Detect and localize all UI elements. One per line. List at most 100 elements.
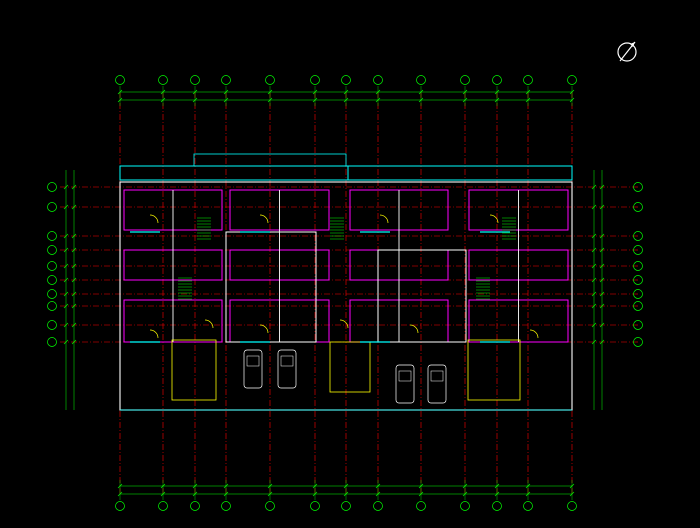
dimension-lines bbox=[63, 86, 605, 500]
axis-bubble bbox=[47, 320, 57, 330]
window-lines bbox=[119, 153, 573, 411]
balcony bbox=[467, 339, 521, 401]
central-hall bbox=[377, 249, 467, 343]
axis-bubble bbox=[633, 245, 643, 255]
axis-bubble bbox=[633, 275, 643, 285]
car-outline bbox=[395, 364, 415, 404]
dimension-tick bbox=[591, 339, 597, 345]
dimension-tick bbox=[591, 263, 597, 269]
axis-bubble bbox=[310, 501, 320, 511]
axis-bubble bbox=[47, 289, 57, 299]
axis-bubble bbox=[190, 501, 200, 511]
dimension-tick bbox=[71, 204, 77, 210]
top-window-band bbox=[193, 153, 347, 167]
dimension-tick bbox=[63, 184, 69, 190]
dimension-tick bbox=[591, 303, 597, 309]
axis-bubble bbox=[221, 501, 231, 511]
dimension-tick bbox=[63, 233, 69, 239]
axis-bubble bbox=[567, 501, 577, 511]
axis-bubble bbox=[190, 75, 200, 85]
dimension-tick bbox=[599, 291, 605, 297]
dimension-tick bbox=[63, 291, 69, 297]
balcony bbox=[171, 339, 217, 401]
car-outline bbox=[277, 349, 297, 389]
dimension-tick bbox=[599, 263, 605, 269]
balcony bbox=[329, 341, 371, 393]
dimension-tick bbox=[63, 339, 69, 345]
dimension-tick bbox=[71, 247, 77, 253]
fixtures bbox=[149, 214, 539, 404]
dimension-tick bbox=[71, 263, 77, 269]
top-window-band bbox=[347, 165, 573, 181]
dimension-tick bbox=[591, 184, 597, 190]
car-windshield bbox=[430, 370, 444, 382]
central-hall bbox=[225, 231, 317, 343]
axis-bubble bbox=[115, 501, 125, 511]
axis-bubble bbox=[373, 501, 383, 511]
dimension-tick bbox=[71, 339, 77, 345]
axis-bubble bbox=[460, 75, 470, 85]
axis-bubble bbox=[633, 337, 643, 347]
axis-bubble bbox=[47, 275, 57, 285]
door-swing bbox=[529, 329, 539, 339]
axis-bubble bbox=[310, 75, 320, 85]
axis-bubble bbox=[47, 261, 57, 271]
axis-bubble bbox=[633, 320, 643, 330]
dimension-tick bbox=[71, 291, 77, 297]
axis-bubble bbox=[47, 337, 57, 347]
door-swing bbox=[259, 214, 269, 224]
axis-bubble bbox=[523, 75, 533, 85]
door-swing bbox=[339, 319, 349, 329]
dimension-tick bbox=[591, 277, 597, 283]
dimension-tick bbox=[63, 247, 69, 253]
axis-bubble bbox=[341, 75, 351, 85]
dimension-tick bbox=[599, 247, 605, 253]
dimension-tick bbox=[71, 184, 77, 190]
axis-bubble bbox=[47, 301, 57, 311]
dimension-tick bbox=[63, 263, 69, 269]
axis-bubble bbox=[47, 182, 57, 192]
dimension-tick bbox=[599, 339, 605, 345]
door-swing bbox=[409, 324, 419, 334]
axis-bubble bbox=[158, 75, 168, 85]
dimension-tick bbox=[63, 303, 69, 309]
axis-bubble bbox=[567, 75, 577, 85]
axis-bubble bbox=[416, 75, 426, 85]
axis-bubble bbox=[221, 75, 231, 85]
axis-bubble bbox=[460, 501, 470, 511]
axis-bubble bbox=[47, 231, 57, 241]
dimension-tick bbox=[591, 247, 597, 253]
axis-bubble bbox=[47, 245, 57, 255]
axis-bubble bbox=[265, 501, 275, 511]
axis-bubble bbox=[265, 75, 275, 85]
axis-bubble bbox=[492, 501, 502, 511]
car-outline bbox=[243, 349, 263, 389]
axis-bubble bbox=[115, 75, 125, 85]
dimension-tick bbox=[599, 233, 605, 239]
door-swing bbox=[149, 329, 159, 339]
axis-bubble bbox=[633, 261, 643, 271]
dimension-tick bbox=[599, 184, 605, 190]
dimension-tick bbox=[599, 277, 605, 283]
dimension-tick bbox=[63, 277, 69, 283]
axis-bubble bbox=[341, 501, 351, 511]
dimension-tick bbox=[63, 322, 69, 328]
dimension-tick bbox=[599, 204, 605, 210]
axis-bubbles bbox=[47, 75, 643, 511]
dimension-tick bbox=[63, 204, 69, 210]
dimension-tick bbox=[591, 204, 597, 210]
axis-bubble bbox=[373, 75, 383, 85]
dimension-tick bbox=[591, 233, 597, 239]
door-swing bbox=[379, 214, 389, 224]
door-swing bbox=[204, 319, 214, 329]
door-swing bbox=[259, 324, 269, 334]
dimension-tick bbox=[71, 322, 77, 328]
axis-bubble bbox=[158, 501, 168, 511]
door-swing bbox=[149, 214, 159, 224]
dimension-tick bbox=[591, 322, 597, 328]
axis-bubble bbox=[523, 501, 533, 511]
dimension-tick bbox=[71, 277, 77, 283]
north-arrow-icon bbox=[617, 41, 637, 62]
car-windshield bbox=[246, 355, 260, 367]
